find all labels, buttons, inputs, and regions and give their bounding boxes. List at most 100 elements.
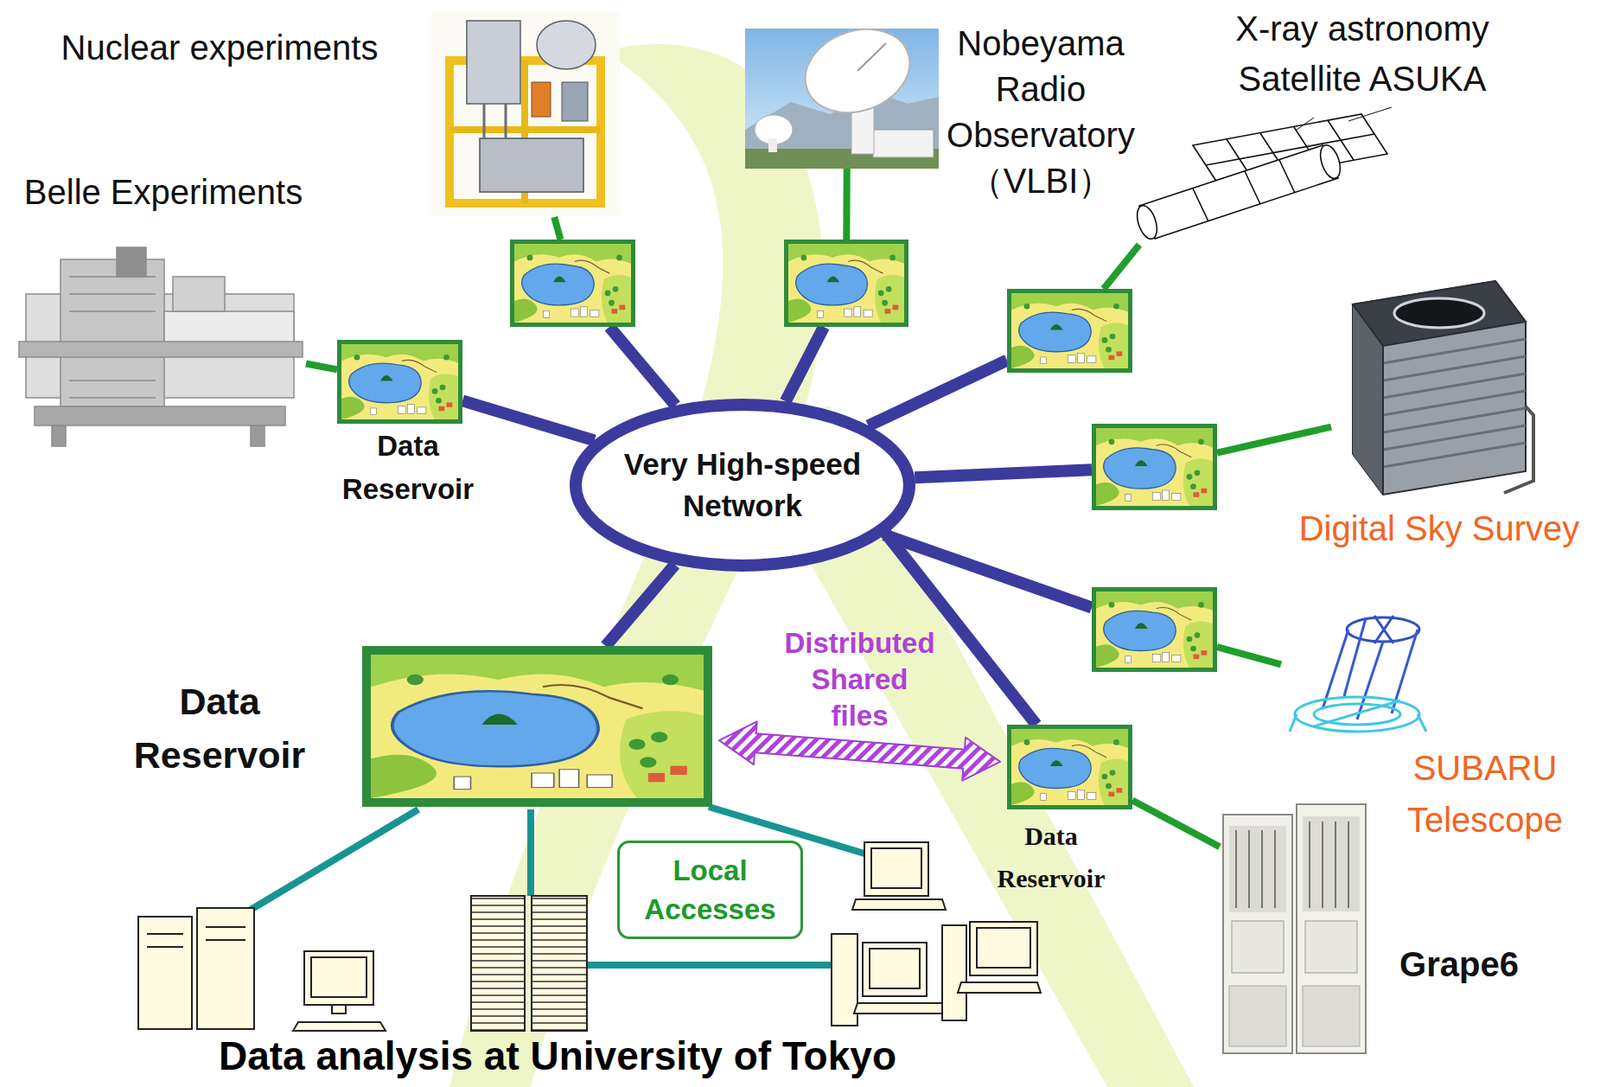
camera-figure (1352, 280, 1526, 346)
nuclear-apparatus (466, 20, 521, 104)
nuclear-apparatus (431, 11, 620, 217)
local-wires (250, 809, 419, 910)
computers (864, 841, 929, 896)
nuclear-apparatus (431, 11, 620, 217)
network-link (462, 400, 595, 440)
belle-detector (19, 247, 303, 447)
instrument-link (554, 216, 561, 240)
camera-figure (1394, 298, 1485, 328)
computers (969, 921, 1038, 976)
grape6-cabinets (1229, 985, 1287, 1046)
nuclear-apparatus (479, 138, 584, 192)
network-link (867, 360, 1008, 427)
node-label: Digital Sky Survey (1283, 508, 1595, 549)
satellite-figure (1139, 145, 1339, 239)
radio-telescope-photo (873, 129, 934, 158)
node-label: Grape6 (1372, 943, 1546, 984)
network-link (785, 326, 824, 402)
reservoir-pictures (1096, 427, 1213, 506)
telescope-figure (1289, 700, 1427, 732)
node-label: Very High-speed Network (612, 443, 873, 527)
node-label: Nobeyama Radio Observatory （VLBI） (928, 20, 1154, 204)
data-reservoir-box: Data Reservoir (362, 645, 713, 807)
node-label: Local Accesses (632, 850, 789, 929)
node-label: X-ray astronomy Satellite ASUKA (1223, 3, 1501, 104)
grape6-cabinets (1305, 920, 1358, 973)
reservoir-pictures (1011, 293, 1129, 369)
label-holder: Data analysis at University of Tokyo (168, 1033, 947, 1078)
grape6-cabinets (1223, 803, 1366, 1053)
grape6-cabinets (1223, 814, 1293, 1053)
data-reservoir-box (784, 239, 909, 327)
telescope-figure (1374, 615, 1394, 644)
computers (531, 895, 587, 1031)
network-ellipse: Very High-speed Network (569, 398, 916, 572)
computers (862, 942, 927, 996)
computers (957, 981, 1041, 993)
data-reservoir-box: Data Reservoir (1007, 724, 1133, 810)
grape6-cabinets (1236, 821, 1349, 908)
instrument-link (1217, 646, 1282, 664)
camera-figure (1383, 338, 1526, 467)
belle-detector (116, 247, 147, 277)
instrument-figure: Nobeyama Radio Observatory （VLBI） (745, 28, 939, 169)
computers (942, 924, 967, 1020)
data-reservoir-box (1091, 423, 1218, 510)
satellite-figure (1296, 107, 1392, 130)
belle-detector (19, 341, 303, 357)
radio-telescope-photo (857, 43, 887, 71)
satellite-figure (1192, 159, 1295, 222)
computers (854, 1002, 946, 1014)
instrument-link (305, 363, 338, 370)
local-wires (586, 961, 832, 969)
node-label: Nuclear experiments (38, 27, 402, 68)
belle-detector (69, 276, 156, 398)
connectors (305, 168, 1332, 847)
belle-detector (51, 425, 66, 447)
data-reservoir-box (1007, 288, 1133, 373)
radio-telescope-photo (768, 138, 778, 153)
computers (471, 895, 525, 1031)
network-link (609, 326, 676, 406)
grape6-cabinets (1296, 803, 1366, 1053)
background-lambda (449, 44, 1194, 1087)
reservoir-pictures (1096, 591, 1213, 668)
data-reservoir-box: Data Reservoir (337, 339, 463, 424)
network-ellipse-outline (575, 404, 910, 566)
reservoir-pictures (370, 654, 704, 798)
camera-figure (1504, 406, 1534, 493)
nuclear-apparatus (531, 82, 551, 117)
local-wires (527, 809, 535, 896)
camera-figure (1382, 345, 1384, 495)
radio-telescope-photo (793, 15, 922, 128)
instrument-link (1132, 800, 1220, 848)
satellite-figure (1133, 107, 1392, 242)
data-reservoir-box (1091, 586, 1218, 672)
computers (331, 1004, 346, 1014)
instrument-figure: Nuclear experiments (430, 10, 621, 217)
telescope-figure (1289, 615, 1427, 732)
instrument-figure: SUBARU Telescope (1281, 611, 1435, 738)
network-link (605, 564, 676, 646)
grape6-cabinets (1229, 825, 1287, 912)
computers (138, 841, 1041, 1031)
camera-figure (1352, 280, 1526, 495)
nuclear-apparatus (536, 20, 596, 70)
belle-detector (34, 406, 286, 426)
node-label: SUBARU Telescope (1389, 741, 1581, 846)
computers (304, 950, 374, 1005)
instrument-figure: Grape6 (1219, 801, 1368, 1057)
instrument-link (1217, 427, 1332, 453)
computers (146, 926, 246, 947)
computers (976, 927, 1031, 968)
network-link (914, 469, 1092, 478)
computers (831, 933, 858, 1026)
edge-label-holder: Distributed Shared files (781, 624, 939, 734)
instrument-figure: Belle Experiments (15, 244, 306, 449)
network-ellipse-outline (569, 398, 916, 572)
satellite-figure (1316, 142, 1344, 181)
instrument-figure: X-ray astronomy Satellite ASUKA (1123, 96, 1409, 245)
reservoir-pictures (788, 243, 905, 323)
reservoir-pictures (514, 243, 632, 323)
